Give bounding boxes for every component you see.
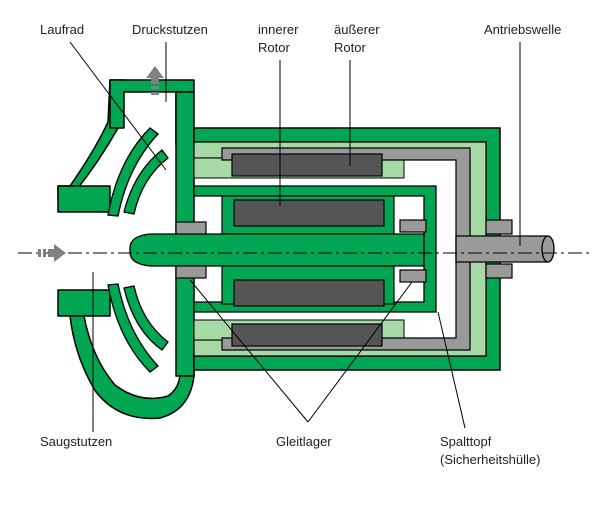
drive-bearing-top — [485, 219, 513, 235]
inlet-flow-arrow — [38, 244, 66, 262]
outer-magnet-bottom — [231, 323, 383, 347]
blade-lower-2 — [123, 285, 169, 351]
drive-shaft — [455, 235, 553, 263]
leader-gleitlager-1 — [189, 279, 309, 423]
slide-bearing-rear-top — [399, 219, 427, 233]
outer-magnet-top — [231, 153, 383, 177]
leader-gleitlager-2 — [307, 281, 413, 423]
label-aeusserer-rotor-line1: äußerer — [334, 22, 380, 37]
pump-shaft — [129, 233, 425, 267]
leader-lines — [69, 41, 521, 432]
label-druckstutzen: Druckstutzen — [132, 22, 208, 37]
drive-bearing-bottom — [485, 263, 513, 279]
label-gleitlager: Gleitlager — [276, 434, 332, 449]
blade-upper-1 — [107, 127, 159, 217]
label-spalttopf-line2: (Sicherheitshülle) — [440, 452, 540, 467]
label-innerer-rotor-line2: Rotor — [258, 40, 290, 55]
inner-magnet-bottom — [233, 279, 385, 307]
inner-magnet-top — [233, 199, 385, 227]
slide-bearing-rear-bottom — [399, 269, 427, 283]
label-innerer-rotor-line1: innerer — [258, 22, 299, 37]
blade-upper-2 — [123, 149, 169, 215]
pump-housing — [57, 79, 195, 420]
drive-shaft-end — [541, 235, 555, 263]
impeller-blades — [107, 127, 169, 373]
suction-flange-upper — [57, 185, 111, 213]
slide-bearing-front-bottom — [175, 265, 207, 279]
suction-flange-lower — [57, 289, 111, 317]
outlet-flow-arrow — [146, 66, 164, 95]
slide-bearing-front-top — [175, 221, 207, 235]
label-saugstutzen: Saugstutzen — [40, 434, 112, 449]
label-spalttopf-line1: Spalttopf — [440, 434, 492, 449]
leader-laufrad — [69, 41, 167, 171]
blade-lower-1 — [107, 283, 159, 373]
label-laufrad: Laufrad — [40, 22, 84, 37]
leader-spalttopf — [437, 311, 466, 429]
label-antriebswelle: Antriebswelle — [484, 22, 561, 37]
label-aeusserer-rotor-line2: Rotor — [334, 40, 366, 55]
